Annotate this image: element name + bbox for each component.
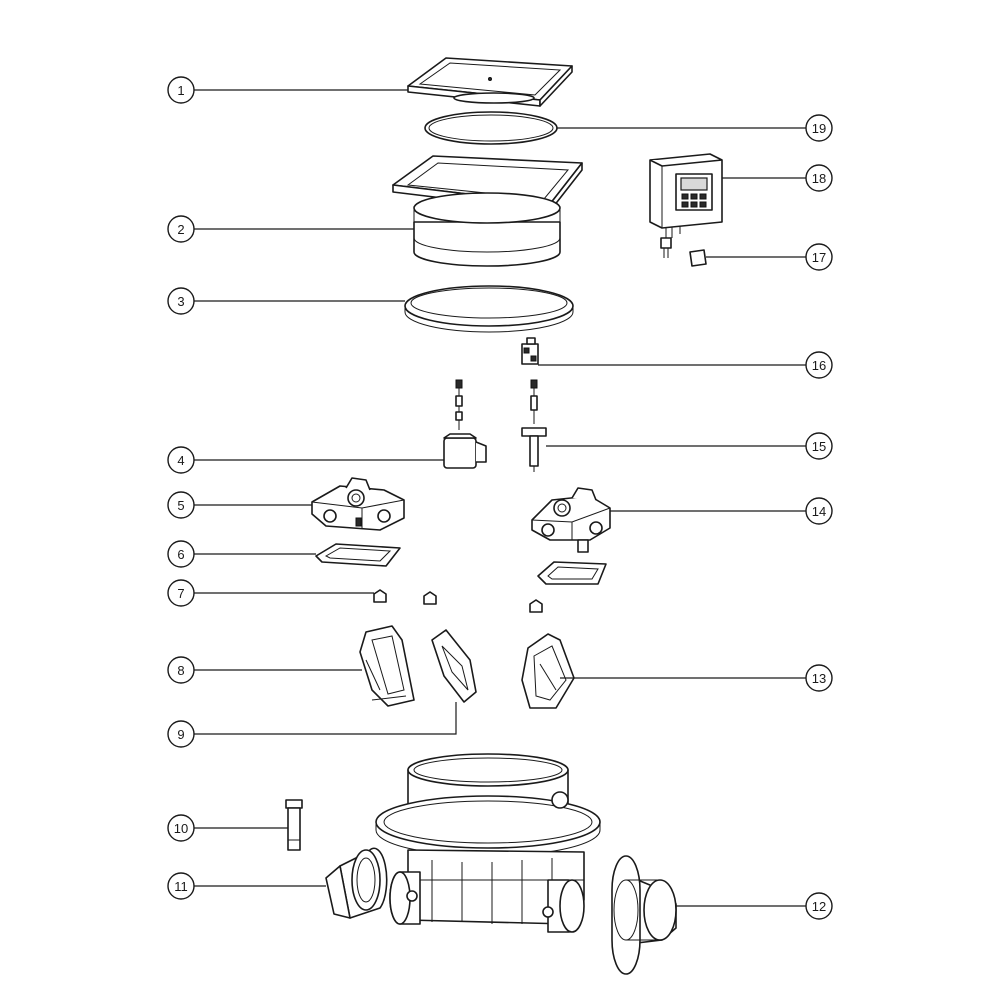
part-2-extension-frame (392, 155, 583, 267)
part-9-flap-center (431, 629, 477, 703)
callout-16: 16 (805, 351, 833, 379)
callout-2: 2 (167, 215, 195, 243)
part-14-valve-body-right (531, 487, 611, 553)
part-3-gasket-ring (404, 285, 574, 333)
callout-label: 18 (812, 171, 826, 186)
callout-1: 1 (167, 76, 195, 104)
part-13-flap-right (521, 633, 575, 709)
callout-11: 11 (167, 872, 195, 900)
callout-18: 18 (805, 164, 833, 192)
part-12-pipe-socket-right (611, 855, 677, 975)
part-4-sensor-box (443, 379, 487, 469)
callout-label: 5 (177, 498, 184, 513)
part-5-valve-body-left (311, 477, 405, 531)
callout-label: 9 (177, 727, 184, 742)
callout-19: 19 (805, 114, 833, 142)
callout-label: 14 (812, 504, 826, 519)
callout-label: 10 (174, 821, 188, 836)
callout-label: 19 (812, 121, 826, 136)
callout-label: 11 (174, 879, 188, 894)
callout-12: 12 (805, 892, 833, 920)
callout-5: 5 (167, 491, 195, 519)
callout-label: 8 (177, 663, 184, 678)
part-14-gasket-frame-right (537, 561, 607, 585)
part-7-screws (373, 589, 543, 613)
callout-label: 6 (177, 547, 184, 562)
callout-label: 16 (812, 358, 826, 373)
callout-label: 4 (177, 453, 184, 468)
leader-lines (194, 89, 806, 907)
callout-9: 9 (167, 720, 195, 748)
callout-10: 10 (167, 814, 195, 842)
callout-label: 15 (812, 439, 826, 454)
callout-label: 17 (812, 250, 826, 265)
callout-8: 8 (167, 656, 195, 684)
part-11-pipe-socket-left (325, 847, 388, 919)
callout-3: 3 (167, 287, 195, 315)
callout-label: 12 (812, 899, 826, 914)
part-19-seal-ring (424, 111, 558, 145)
part-15-probe (521, 379, 547, 472)
callout-13: 13 (805, 664, 833, 692)
callout-label: 2 (177, 222, 184, 237)
main-chamber-housing (375, 753, 601, 933)
callout-label: 13 (812, 671, 826, 686)
part-6-gasket-frame-left (315, 543, 401, 567)
callout-4: 4 (167, 446, 195, 474)
callout-7: 7 (167, 579, 195, 607)
callout-14: 14 (805, 497, 833, 525)
callout-17: 17 (805, 243, 833, 271)
part-8-flap-left (359, 625, 415, 707)
callout-6: 6 (167, 540, 195, 568)
callout-label: 7 (177, 586, 184, 601)
part-18-control-unit (649, 153, 723, 258)
part-1-cover-lid (407, 57, 573, 107)
callout-label: 1 (177, 83, 184, 98)
part-17-plug (689, 249, 707, 267)
part-16-connector (521, 337, 539, 365)
part-10-tube (285, 799, 303, 851)
callout-15: 15 (805, 432, 833, 460)
callout-label: 3 (177, 294, 184, 309)
